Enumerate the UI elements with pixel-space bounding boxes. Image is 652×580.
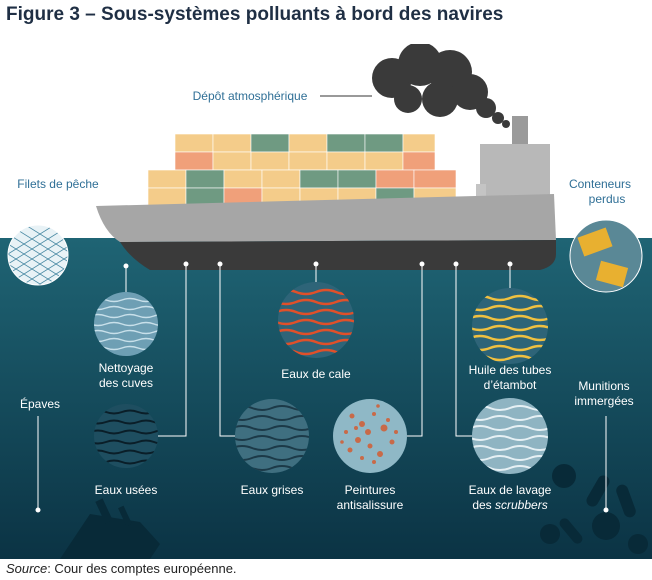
lavage-label-line1: Eaux de lavage (469, 483, 552, 497)
peintures-label-line1: Peintures (345, 483, 396, 497)
lavage-label-prefix: des (472, 498, 495, 512)
nettoyage-label-line1: Nettoyage (99, 361, 154, 375)
source-prefix: Source (6, 561, 48, 576)
fishing-net-circle (7, 224, 69, 286)
conteneurs-label-line2: perdus (589, 192, 626, 206)
nettoyage-label-line2: des cuves (99, 376, 153, 390)
connector-dots (123, 261, 513, 269)
lavage-label-line2: des scrubbers (472, 498, 547, 512)
figure-title: Figure 3 – Sous-systèmes polluants à bor… (6, 4, 504, 25)
ship-superstructure (476, 116, 550, 204)
munitions-silhouettes (540, 464, 648, 554)
huile-label-line2: d’étambot (484, 378, 537, 392)
eaux-grises-label: Eaux grises (241, 483, 304, 497)
peintures-label-line2: antisalissure (337, 498, 404, 512)
eaux-cale-label: Eaux de cale (281, 367, 351, 381)
antifouling-paint-circle (333, 399, 407, 473)
munitions-label-line1: Munitions (578, 379, 629, 393)
epaves-label: Épaves (20, 396, 60, 411)
munitions-dot (603, 507, 609, 513)
smoke-cloud (372, 44, 510, 128)
huile-label-line1: Huile des tubes (469, 363, 552, 377)
munitions-label-line2: immergées (574, 394, 633, 408)
container-stack (147, 133, 457, 207)
ship-pollution-diagram: Dépôt atmosphérique Filets de pêche Cont… (0, 44, 652, 559)
filets-label: Filets de pêche (17, 177, 99, 191)
eaux-usees-label: Eaux usées (95, 483, 158, 497)
wreck-silhouette (60, 498, 160, 559)
lost-containers-circle (569, 219, 643, 293)
ship-hull (96, 194, 556, 270)
source-note: Source: Cour des comptes européenne. (6, 561, 237, 576)
connector-lines (37, 212, 607, 437)
lavage-label-italic: scrubbers (495, 498, 548, 512)
epaves-dot (35, 507, 41, 513)
source-text: : Cour des comptes européenne. (47, 561, 237, 576)
conteneurs-label-line1: Conteneurs (569, 177, 631, 191)
depot-label: Dépôt atmosphérique (193, 89, 308, 103)
